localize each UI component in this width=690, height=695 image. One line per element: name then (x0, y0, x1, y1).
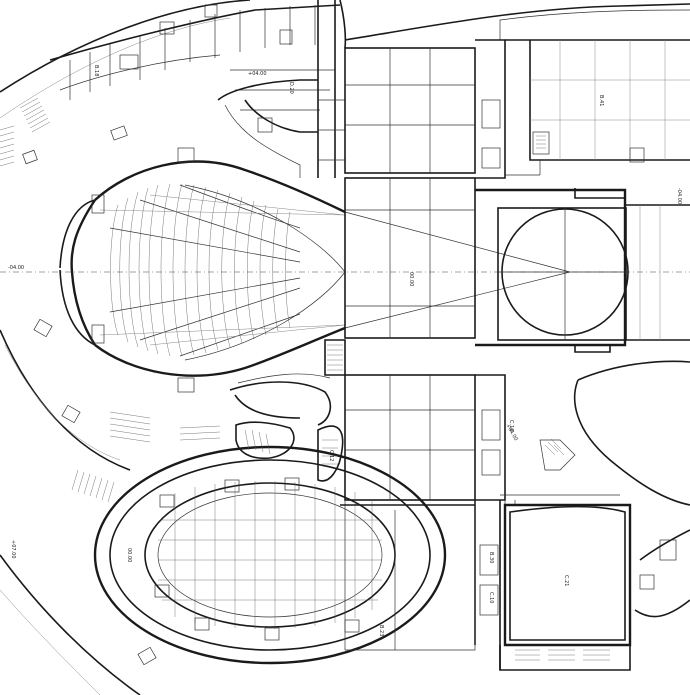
office-cluster-top (49, 0, 345, 178)
lower-hall: C.21 B.30 C.10 (474, 500, 690, 671)
upper-hall: B.41 (505, 39, 690, 176)
level-label-edge: +07.00 (10, 540, 16, 559)
room-label-lower-hall: C.21 (563, 575, 569, 586)
oval-hall: 00.00 +07.00 (10, 445, 447, 665)
level-label-lower: 00.00 (126, 548, 132, 562)
level-label-left: -04.00 (8, 265, 24, 271)
room-label-c18: C.18 (508, 420, 514, 431)
room-label-b30: B.30 (488, 552, 494, 563)
room-label-upper-hall: B.41 (598, 95, 604, 106)
foyer-lobby: C.12 B.23 (229, 381, 476, 651)
main-auditorium (59, 147, 346, 393)
room-label-b23: B.23 (378, 625, 384, 636)
stepped-seating-left (0, 97, 221, 503)
room-label-b18: B.18 (93, 65, 99, 76)
level-label-right: -04.00 (676, 188, 682, 204)
room-label-c10: C.10 (488, 592, 494, 603)
site-furniture (22, 125, 157, 666)
plaza-right: +04.00 (500, 360, 690, 506)
level-label-top: +04.00 (248, 71, 267, 77)
room-label-c12: C.12 (328, 450, 334, 461)
stage-house: 00.00 (324, 39, 506, 501)
room-label-d20: D.20 (288, 82, 294, 94)
turntable-stage: -04.00 (475, 188, 690, 353)
level-label-stage: 00.00 (408, 272, 414, 286)
